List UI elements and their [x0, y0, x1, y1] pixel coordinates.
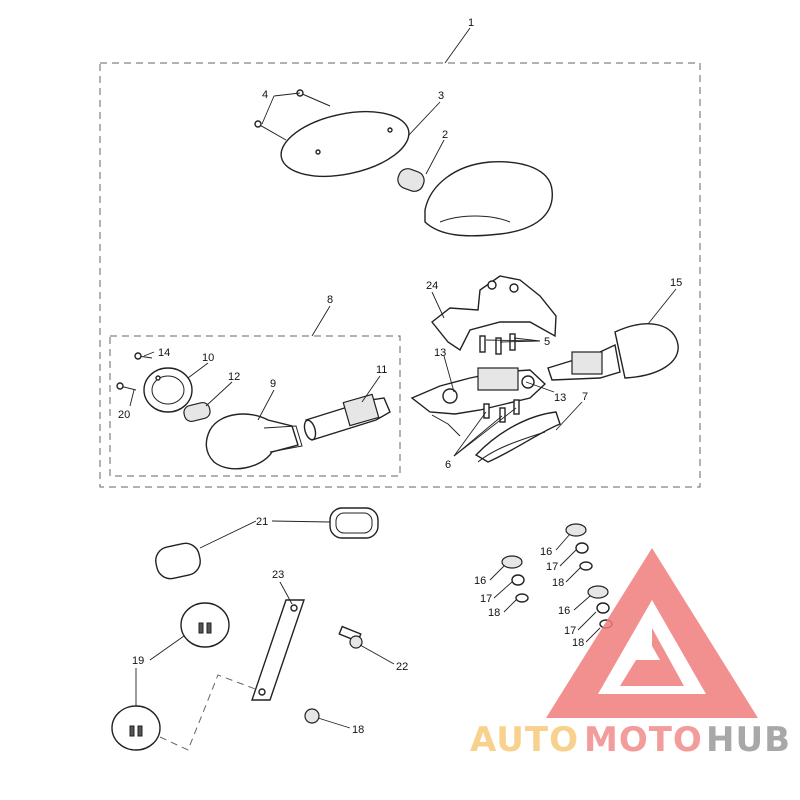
callout-13-b: 13	[554, 392, 566, 404]
callout-11: 11	[376, 364, 387, 376]
callout-16-c: 16	[558, 605, 570, 617]
callout-23: 23	[272, 569, 284, 581]
part-19-caps	[111, 602, 230, 751]
hardware-stack-a	[501, 555, 529, 603]
callout-18-d: 18	[352, 724, 364, 736]
callout-16-b: 16	[540, 546, 552, 558]
part-7-lower-bracket	[474, 411, 561, 463]
part-20-screw	[116, 382, 137, 391]
part-18-nut-lower	[304, 708, 320, 724]
part-11-indicator-stem	[303, 393, 391, 441]
part-9-left-indicator	[205, 413, 303, 470]
callout-8: 8	[327, 294, 333, 306]
part-2-bulb	[397, 168, 425, 192]
watermark-triangle-icon	[546, 548, 758, 718]
watermark-text-hub: HUB	[706, 720, 791, 760]
callout-17-c: 17	[564, 625, 576, 637]
watermark-logo: AUTO MOTO HUB	[470, 548, 791, 760]
callout-15: 15	[670, 277, 682, 289]
part-12-bulb	[183, 401, 211, 423]
callout-9: 9	[270, 378, 276, 390]
part-10-rim	[143, 367, 193, 413]
part-15-right-indicator	[547, 323, 679, 381]
callout-19: 19	[132, 655, 144, 667]
callout-22: 22	[396, 661, 408, 673]
callout-17-a: 17	[480, 593, 492, 605]
callout-24: 24	[426, 280, 438, 292]
part-3-oval-plate	[280, 110, 410, 178]
callout-5: 5	[544, 336, 550, 348]
watermark-text-moto: MOTO	[584, 720, 703, 760]
callout-1: 1	[468, 17, 474, 29]
callout-18-a: 18	[488, 607, 500, 619]
callout-labels: 1 2 3 4 24 5 13 13 7 6 15 8 14 10 20 12 …	[118, 17, 682, 736]
callout-2: 2	[442, 129, 448, 141]
part-6-screws	[483, 399, 520, 423]
callout-16-a: 16	[474, 575, 486, 587]
part-14-screw	[134, 352, 153, 360]
callout-21: 21	[256, 516, 268, 528]
wire-path	[159, 674, 259, 751]
part-23-strap-bracket	[251, 599, 305, 701]
callout-18-b: 18	[552, 577, 564, 589]
callout-20: 20	[118, 409, 130, 421]
watermark-text-auto: AUTO	[470, 720, 579, 760]
watermark-g-mark-icon	[620, 628, 684, 686]
indicator-assembly-boundary	[109, 335, 401, 477]
kit-boundary	[99, 62, 701, 488]
part-21-grommets	[155, 507, 379, 580]
callout-3: 3	[438, 90, 444, 102]
callout-7: 7	[582, 391, 588, 403]
callout-14: 14	[158, 347, 170, 359]
callout-12: 12	[228, 371, 240, 383]
hardware-stack-b	[565, 523, 593, 571]
part-5-bolts	[479, 333, 516, 355]
part-22-bolt	[338, 625, 363, 649]
callout-13-a: 13	[434, 347, 446, 359]
leader-lines	[129, 27, 677, 729]
callout-17-b: 17	[546, 561, 558, 573]
callout-6: 6	[445, 459, 451, 471]
callout-18-c: 18	[572, 637, 584, 649]
lens-cover	[424, 161, 553, 237]
part-13-mount-block	[410, 367, 547, 437]
part-24-top-bracket	[431, 275, 557, 352]
callout-4: 4	[262, 89, 268, 101]
callout-10: 10	[202, 352, 214, 364]
